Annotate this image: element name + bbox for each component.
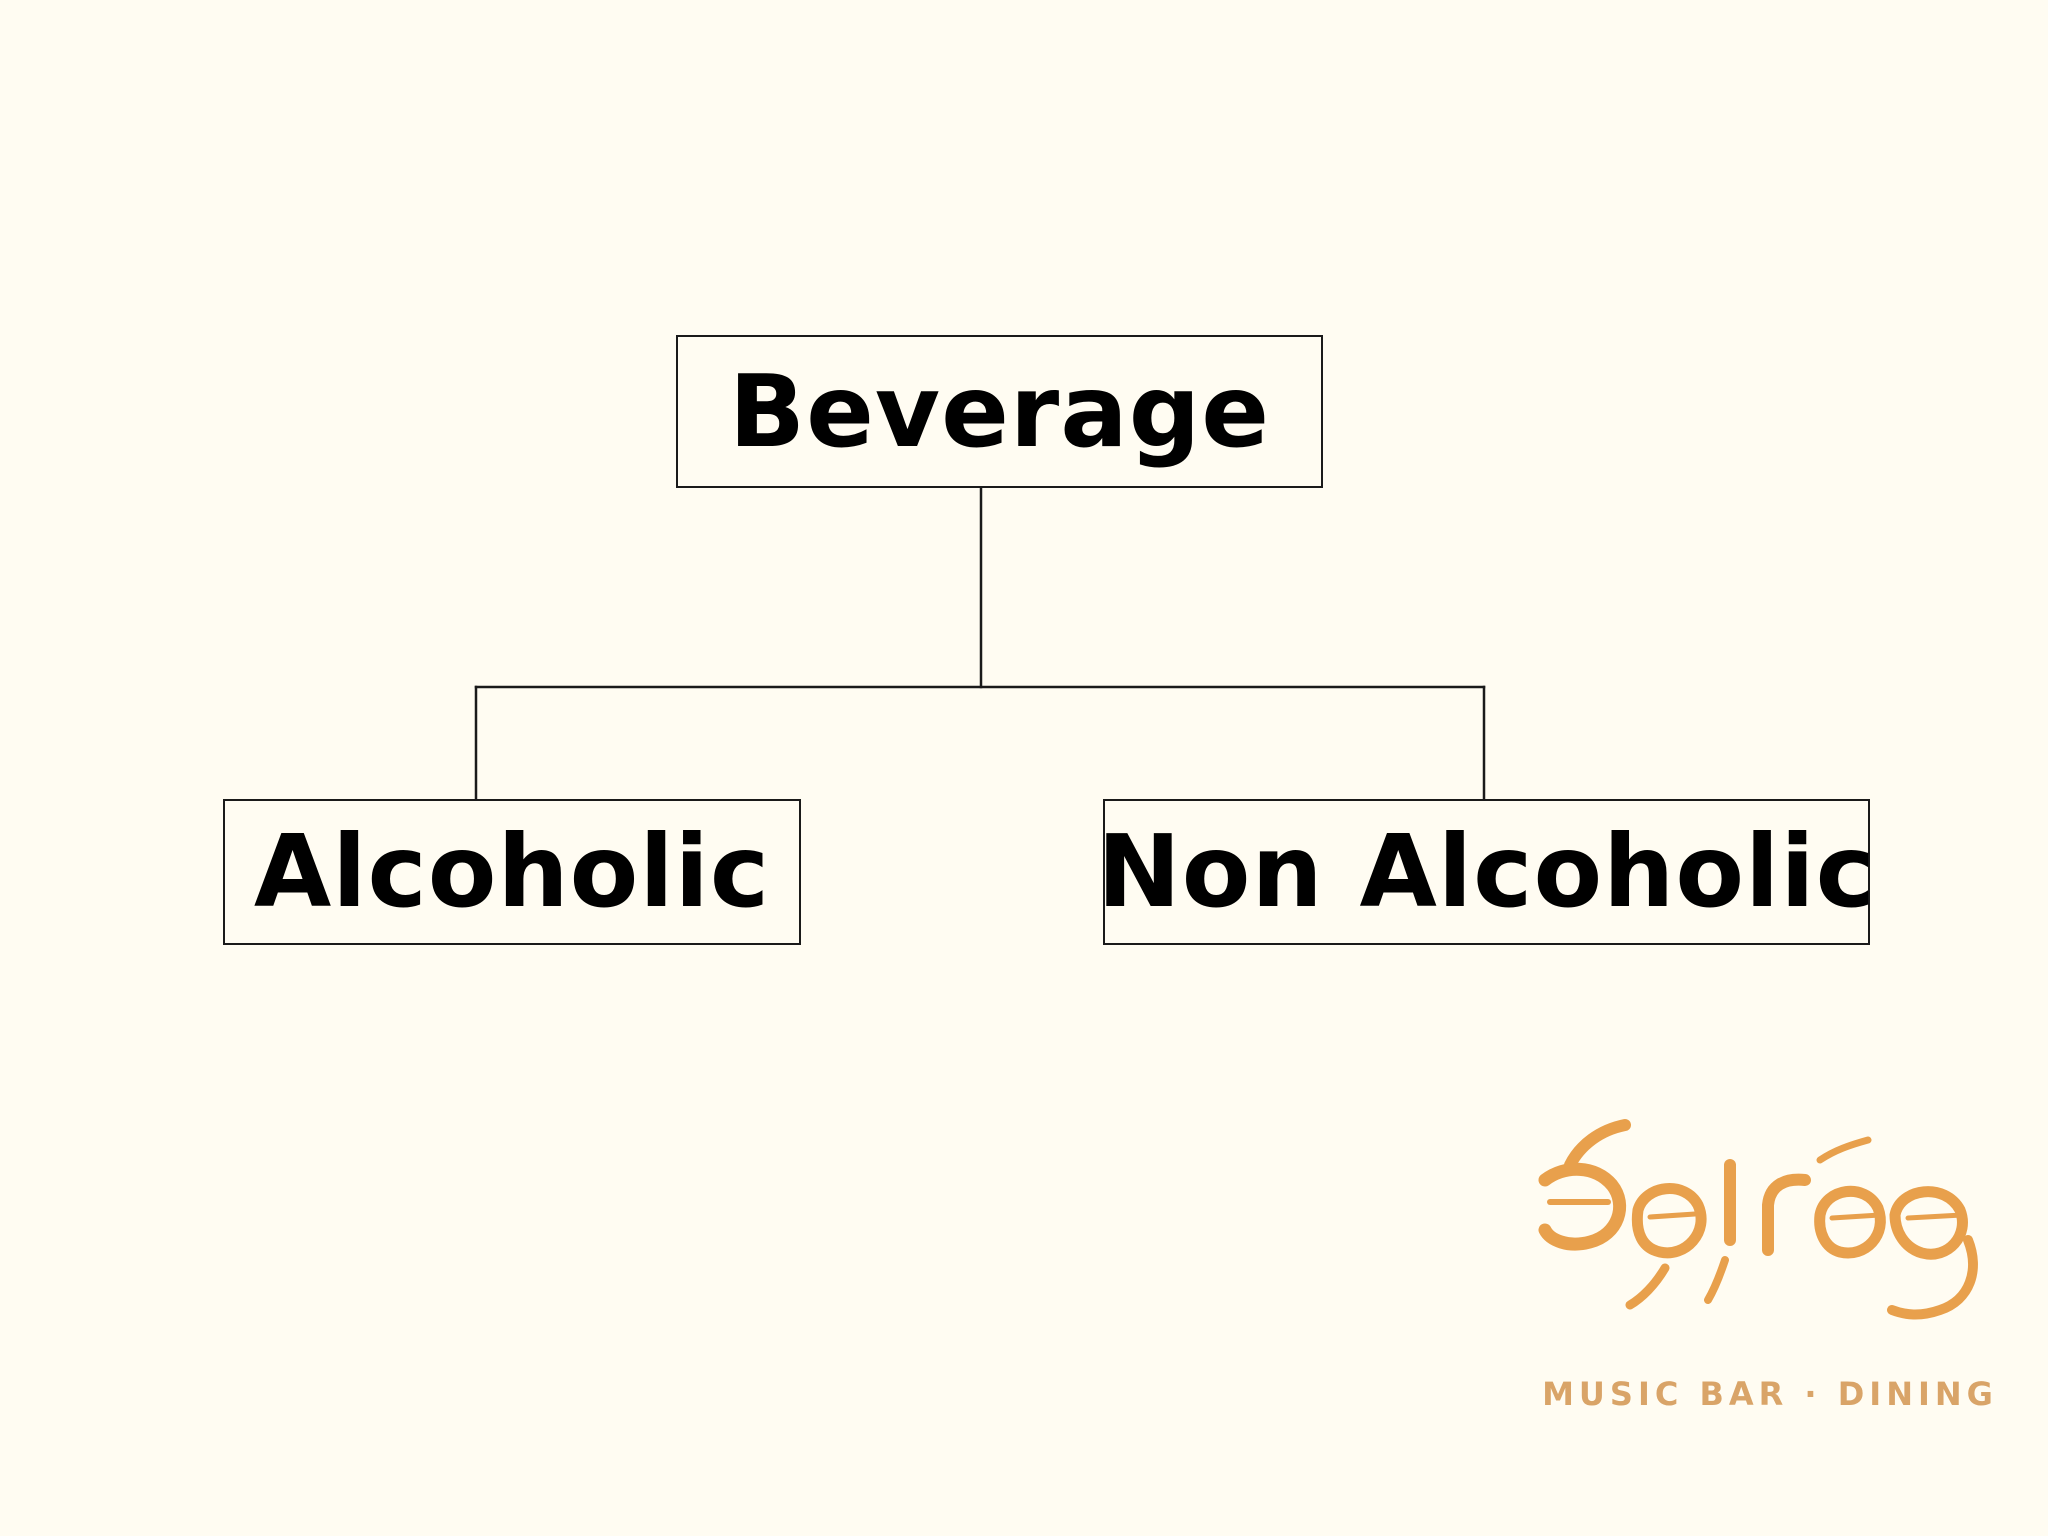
node-alcoholic-label: Alcoholic — [253, 813, 771, 930]
node-alcoholic: Alcoholic — [223, 799, 801, 945]
soiree-logo — [1538, 1119, 1978, 1320]
node-non-alcoholic: Non Alcoholic — [1097, 799, 1875, 945]
node-beverage-label: Beverage — [728, 352, 1271, 470]
node-non-alcoholic-label: Non Alcoholic — [1097, 813, 1876, 930]
node-beverage: Beverage — [676, 335, 1323, 488]
logo-tagline: MUSIC BAR · DINING — [1542, 1375, 1998, 1413]
